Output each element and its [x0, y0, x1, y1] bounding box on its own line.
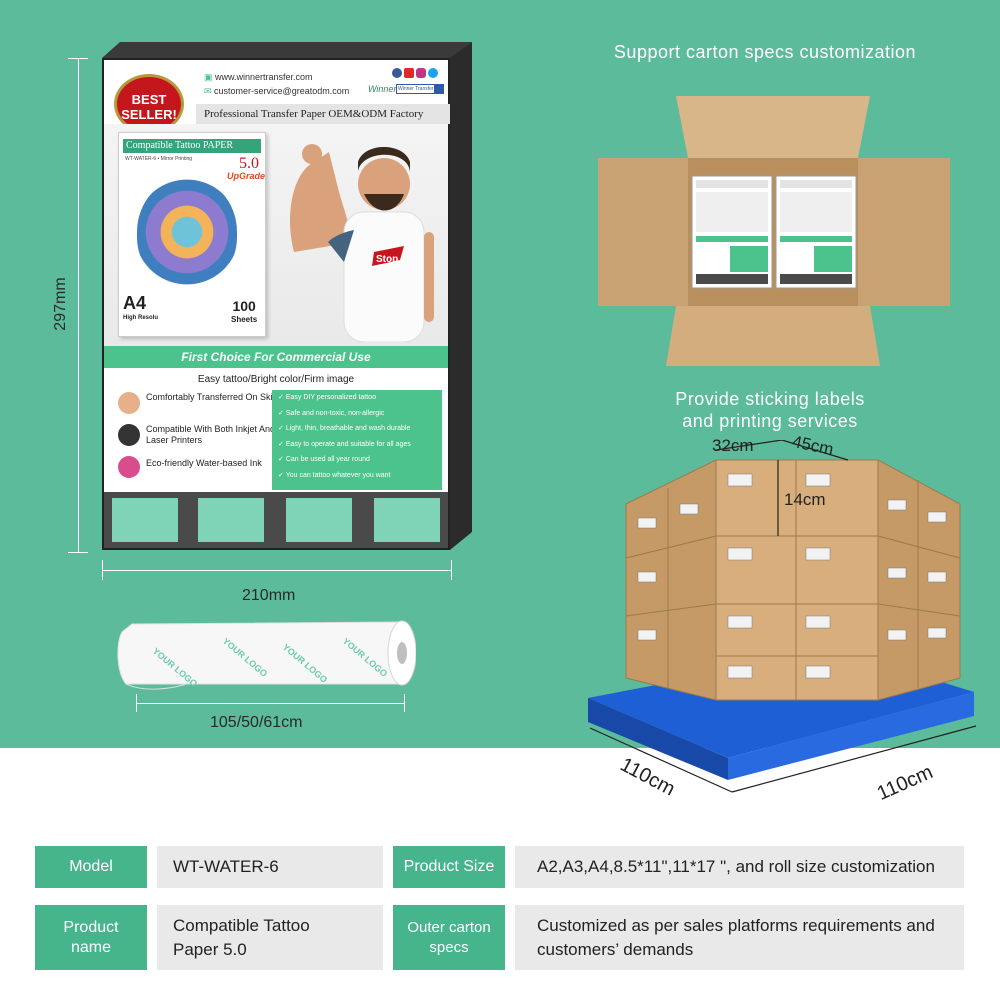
- roll-tick-left: [136, 694, 137, 712]
- brand-logo: Winner: [368, 84, 397, 94]
- box-height-label: 14cm: [784, 490, 826, 509]
- product-package: BEST SELLER! ▣ www.winnertransfer.com ✉ …: [102, 58, 450, 550]
- usage-photo: [286, 498, 352, 542]
- benefits-list: ✓ Easy DIY personalized tattoo ✓ Safe an…: [272, 390, 442, 490]
- feature-2: Compatible With Both Inkjet And Laser Pr…: [146, 424, 276, 445]
- lion-illustration: [137, 177, 237, 287]
- spec-value-name: Compatible Tattoo Paper 5.0: [157, 905, 383, 970]
- inner-pack-upgrade: UpGrade: [227, 171, 266, 181]
- factory-bar: Professional Transfer Paper OEM&ODM Fact…: [196, 104, 450, 124]
- tagline: Easy tattoo/Bright color/Firm image: [197, 374, 355, 385]
- benefit-item: ✓ Light, thin, breathable and wash durab…: [278, 425, 411, 432]
- height-tick-bottom: [68, 552, 88, 553]
- roll-tick-right: [404, 694, 405, 712]
- benefit-item: ✓ You can tattoo whatever you want: [278, 471, 391, 479]
- model-photo: Stop: [290, 144, 434, 342]
- feature-1: Comfortably Transferred On Skin: [146, 392, 278, 402]
- package-top-face: [102, 42, 472, 58]
- height-tick-top: [68, 58, 88, 59]
- search-icon: [434, 85, 443, 93]
- feature-3: Eco-friendly Water-based Ink: [146, 458, 262, 468]
- inner-pack-title: Compatible Tattoo PAPER: [123, 139, 261, 153]
- usage-photo: [198, 498, 264, 542]
- spec-label-carton: Outer carton specs: [393, 905, 505, 970]
- spec-value-model: WT-WATER-6: [157, 846, 383, 888]
- spec-label-size: Product Size: [393, 846, 505, 888]
- benefit-item: ✓ Safe and non-toxic, non-allergic: [278, 409, 385, 417]
- height-label: 297mm: [52, 277, 69, 331]
- transfer-paper-roll: YOUR LOGO YOUR LOGO YOUR LOGO YOUR LOGO: [117, 620, 416, 690]
- twitter-icon: [428, 68, 438, 78]
- width-tick-left: [102, 560, 103, 580]
- width-dimension-line: [102, 570, 452, 571]
- sheet-count: 100 Sheets: [231, 298, 258, 324]
- spec-value-carton: Customized as per sales platforms requir…: [515, 905, 964, 970]
- skin-icon: [118, 392, 140, 414]
- inner-paper-pack: Compatible Tattoo PAPER WT-WATER-6 • Mir…: [118, 132, 266, 337]
- benefit-item: ✓ Can be used all year round: [278, 456, 370, 463]
- email-text: customer-service@greatodm.com: [214, 86, 350, 96]
- contact-info: ▣ www.winnertransfer.com ✉ customer-serv…: [204, 70, 349, 98]
- cart-icon: ▣: [204, 72, 216, 82]
- pallet-stack: [588, 440, 977, 793]
- spec-label-model: Model: [35, 846, 147, 888]
- height-dimension-line: [78, 58, 79, 553]
- size-label: A4: [123, 293, 147, 313]
- facebook-icon: [392, 68, 402, 78]
- benefit-item: ✓ Easy to operate and suitable for all a…: [278, 440, 411, 448]
- printer-icon: [118, 424, 140, 446]
- inner-pack-model: WT-WATER-6 • Mirror Printing: [125, 156, 193, 162]
- social-icons: [392, 68, 438, 78]
- carton-headline: Support carton specs customization: [613, 42, 917, 62]
- shirt-text: Stop: [376, 254, 398, 265]
- open-carton-box: [598, 96, 950, 366]
- mail-icon: ✉: [204, 86, 215, 96]
- search-box: Winner Transfer: [396, 84, 444, 94]
- usage-photo: [112, 498, 178, 542]
- benefit-item: ✓ Easy DIY personalized tattoo: [278, 394, 376, 401]
- roll-dimension-line: [136, 703, 404, 704]
- spec-value-size: A2,A3,A4,8.5*11",11*17 ", and roll size …: [515, 846, 964, 888]
- width-tick-right: [451, 560, 452, 580]
- size-sub: High Resolu: [123, 315, 159, 321]
- inner-pack-version: 5.0: [239, 155, 259, 172]
- website-text: www.winnertransfer.com: [215, 72, 313, 82]
- roll-size-label: 105/50/61cm: [210, 714, 303, 731]
- spec-label-name: Product name: [35, 905, 147, 970]
- pallet-headline: Provide sticking labels and printing ser…: [675, 389, 865, 431]
- ink-icon: [118, 456, 140, 478]
- instagram-icon: [416, 68, 426, 78]
- box-length-label: 32cm: [712, 436, 754, 455]
- commercial-use-band: First Choice For Commercial Use: [104, 346, 448, 368]
- width-label: 210mm: [242, 587, 296, 604]
- usage-photo: [374, 498, 440, 542]
- youtube-icon: [404, 68, 414, 78]
- package-side-face: [450, 42, 472, 550]
